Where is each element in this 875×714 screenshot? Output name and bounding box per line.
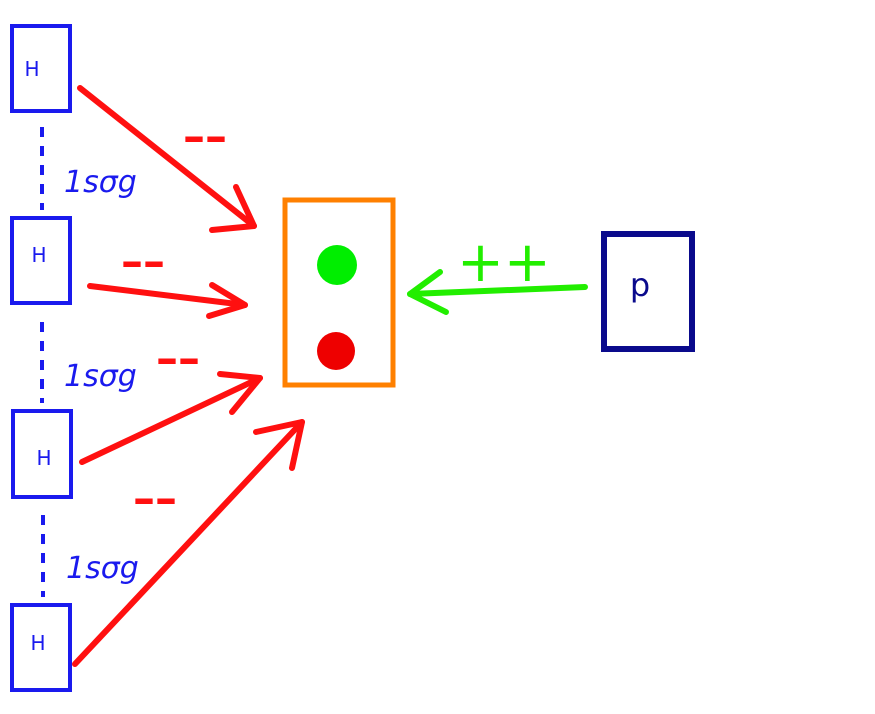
bond-label-2: 1sσg: [64, 359, 137, 394]
proton-label: p: [630, 266, 650, 304]
bond-label-1: 1sσg: [64, 165, 137, 200]
arrow-shaft: [77, 85, 257, 229]
arrow-shaft: [72, 419, 305, 667]
plus-marks: ++: [457, 230, 551, 295]
center-site: [282, 197, 396, 388]
bond-label-3: 1sσg: [66, 551, 139, 586]
minus-mark-2: ––: [121, 236, 165, 287]
arrow-head: [209, 184, 257, 233]
proton-box: [601, 231, 695, 352]
arrow-head: [407, 269, 449, 315]
h-atom-box: [10, 603, 72, 692]
h-atom-4: H: [10, 603, 72, 692]
arrow-shaft: [79, 375, 263, 465]
minus-mark-1: ––: [183, 111, 227, 162]
h-atom-label: H: [24, 57, 39, 81]
h-atom-label: H: [31, 243, 46, 267]
h-atom-label: H: [36, 446, 51, 470]
red-arrow-4: [72, 419, 305, 667]
h-atom-box: [10, 216, 72, 305]
minus-mark-4: ––: [133, 473, 177, 524]
green-arrow: [407, 269, 588, 315]
arrow-shaft: [87, 283, 248, 308]
red-arrow-2: [87, 282, 248, 319]
minus-mark-3: ––: [156, 333, 200, 384]
proton: p: [601, 231, 695, 352]
arrow-head: [217, 371, 263, 415]
center-box: [282, 197, 396, 388]
h-atom-label: H: [30, 631, 45, 655]
red-arrow-3: [79, 371, 263, 465]
arrow-head: [253, 419, 305, 471]
h-atom-2: H: [10, 216, 72, 305]
green-dot: [317, 245, 357, 285]
h-atom-box: [11, 409, 73, 499]
arrow-head: [206, 282, 248, 319]
red-dot: [317, 332, 355, 370]
red-arrow-1: [77, 85, 257, 233]
h-atom-1: H: [10, 24, 72, 113]
h-atom-3: H: [11, 409, 73, 499]
arrow-shaft: [407, 284, 588, 297]
h-atom-box: [10, 24, 72, 113]
